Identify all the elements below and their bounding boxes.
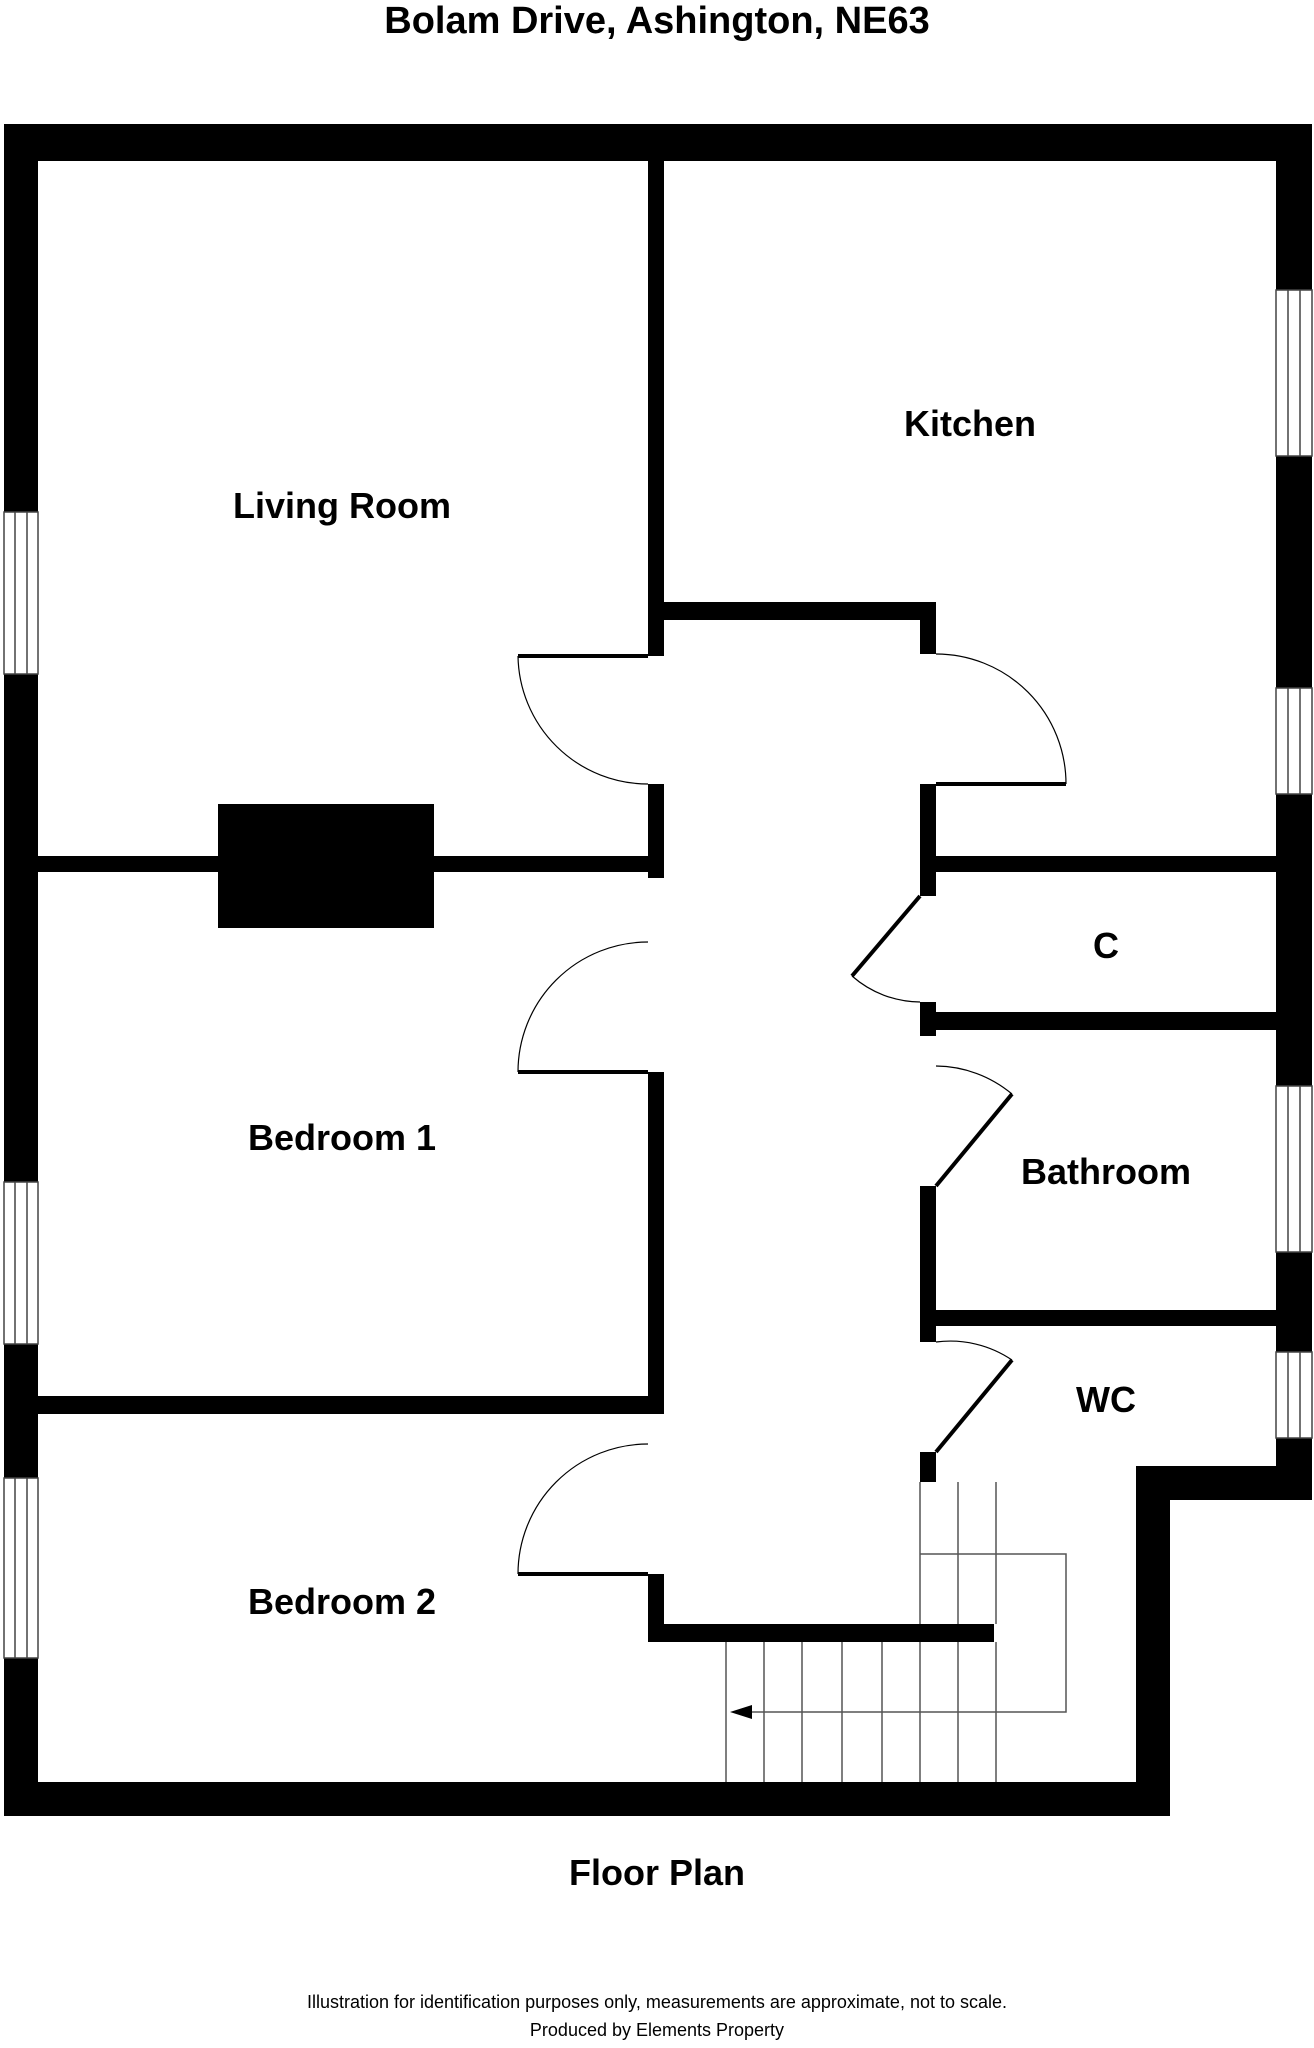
cupboard-label: C bbox=[1093, 925, 1119, 966]
bathroom-label: Bathroom bbox=[1021, 1151, 1191, 1192]
bedroom-1-label: Bedroom 1 bbox=[248, 1117, 436, 1158]
windows bbox=[3, 289, 1313, 1659]
living-room-label: Living Room bbox=[233, 485, 451, 526]
bedroom-2-label: Bedroom 2 bbox=[248, 1581, 436, 1622]
floor-plan-label: Floor Plan bbox=[568, 1852, 745, 1893]
kitchen-label: Kitchen bbox=[904, 403, 1036, 444]
doors bbox=[517, 653, 1067, 1576]
wc-label: WC bbox=[1076, 1379, 1136, 1420]
interior-walls bbox=[38, 124, 1276, 1642]
plan-title: Bolam Drive, Ashington, NE63 bbox=[384, 0, 930, 42]
staircase bbox=[725, 1482, 1067, 1782]
disclaimer-text: Illustration for identification purposes… bbox=[306, 1992, 1008, 2012]
producer-credit: Produced by Elements Property bbox=[529, 2020, 785, 2040]
stair-direction-arrow bbox=[730, 1705, 752, 1719]
